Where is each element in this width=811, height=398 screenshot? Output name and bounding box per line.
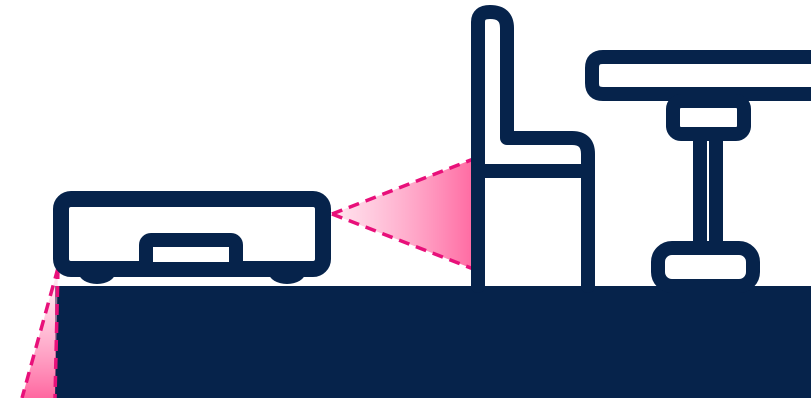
table-top (592, 57, 811, 94)
floor (55, 286, 811, 398)
robot-vacuum-icon (61, 199, 323, 284)
chair-icon (478, 12, 588, 286)
robot-vacuum-bumper (146, 240, 236, 269)
table-collar (673, 101, 744, 134)
table-base (658, 248, 753, 286)
forward-sensor-beam (332, 158, 476, 270)
downward-cliff-sensor-beam (22, 268, 58, 398)
table-icon (592, 57, 811, 286)
chair-outline (478, 12, 588, 286)
robot-vacuum-right-wheel (269, 262, 305, 284)
robot-vacuum-left-wheel (79, 262, 115, 284)
